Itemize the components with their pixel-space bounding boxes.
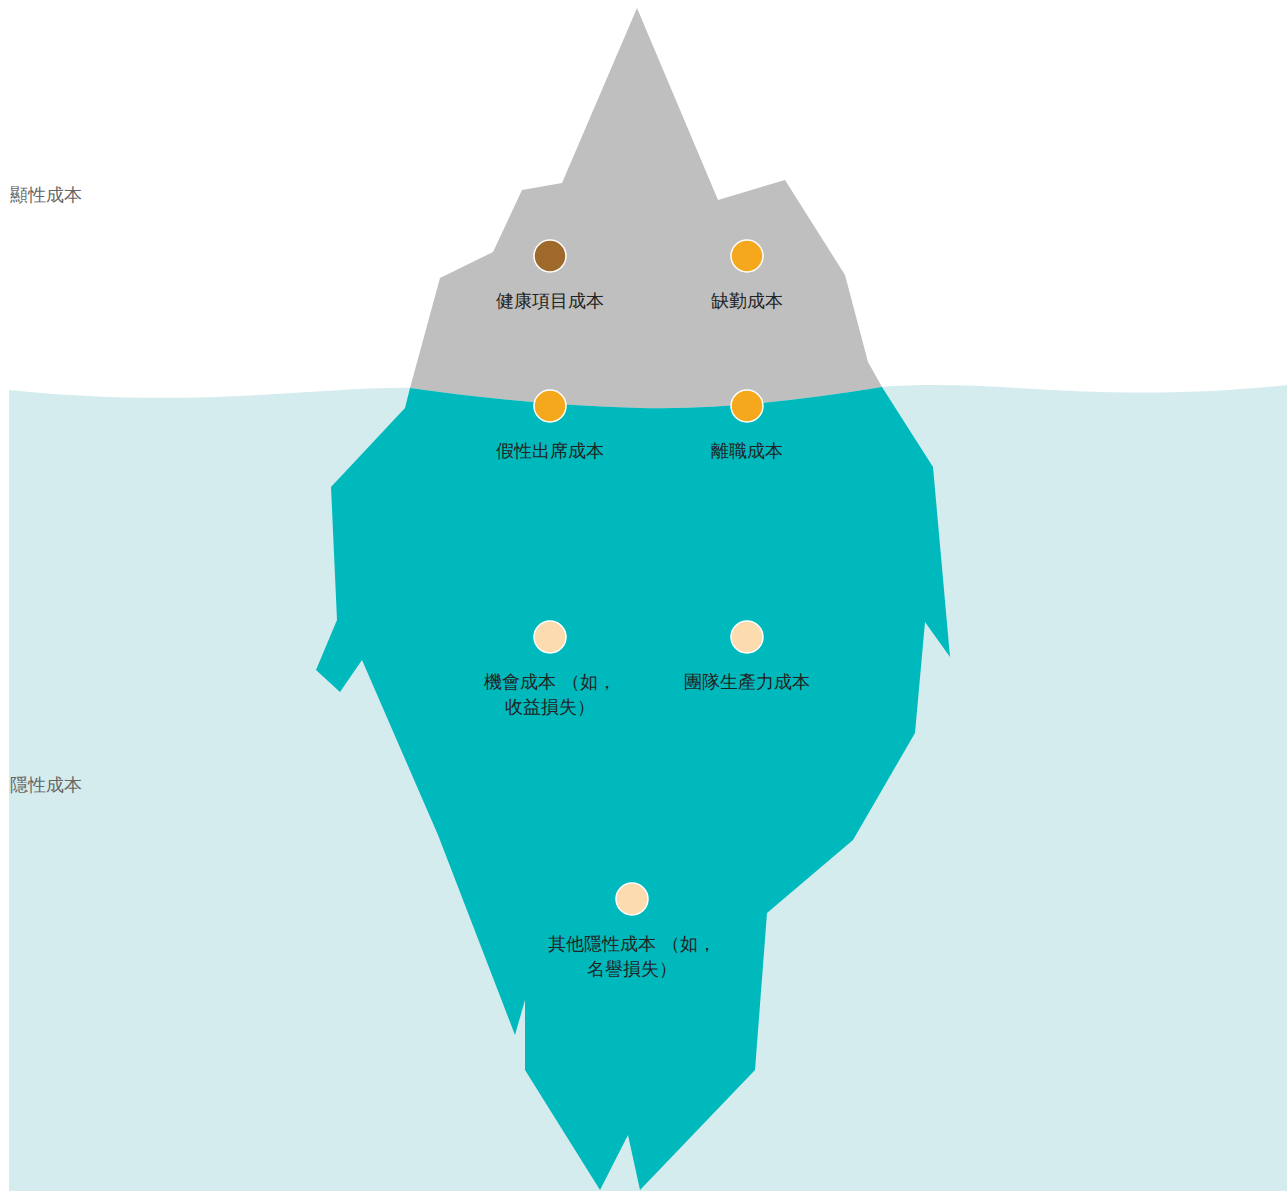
- cost-node: 團隊生產力成本: [657, 620, 837, 694]
- cost-label: 缺勤成本: [657, 288, 837, 313]
- cost-node: 機會成本 （如，收益損失）: [460, 620, 640, 719]
- cost-node: 假性出席成本: [460, 389, 640, 463]
- cost-label: 其他隱性成本 （如，名譽損失）: [542, 931, 722, 981]
- cost-node: 缺勤成本: [657, 239, 837, 313]
- cost-node: 健康項目成本: [460, 239, 640, 313]
- dot-circle: [731, 621, 763, 653]
- section-label: 顯性成本: [10, 183, 82, 207]
- cost-dot: [615, 882, 649, 916]
- dot-circle: [731, 240, 763, 272]
- cost-node: 離職成本: [657, 389, 837, 463]
- cost-dot: [533, 620, 567, 654]
- dot-circle: [534, 390, 566, 422]
- cost-dot: [730, 620, 764, 654]
- cost-dot: [730, 239, 764, 273]
- dot-circle: [534, 240, 566, 272]
- water: [9, 385, 1287, 1191]
- iceberg-tip: [410, 8, 882, 408]
- cost-label: 團隊生產力成本: [657, 669, 837, 694]
- cost-dot: [533, 239, 567, 273]
- cost-dot: [533, 389, 567, 423]
- cost-node: 其他隱性成本 （如，名譽損失）: [542, 882, 722, 981]
- dot-circle: [616, 883, 648, 915]
- dot-circle: [731, 390, 763, 422]
- iceberg-base: [316, 387, 950, 1190]
- cost-label: 離職成本: [657, 438, 837, 463]
- cost-dot: [730, 389, 764, 423]
- cost-label: 健康項目成本: [460, 288, 640, 313]
- section-label: 隱性成本: [10, 773, 82, 797]
- dot-circle: [534, 621, 566, 653]
- cost-label: 假性出席成本: [460, 438, 640, 463]
- cost-label: 機會成本 （如，收益損失）: [460, 669, 640, 719]
